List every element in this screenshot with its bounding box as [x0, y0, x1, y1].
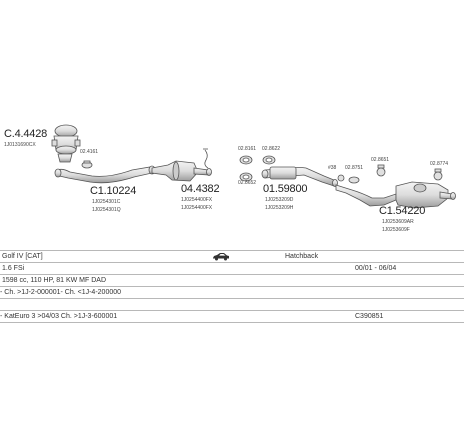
middle-silencer-code: 01.59800: [263, 183, 308, 195]
clamp-h-code: 02.8774: [430, 161, 449, 167]
clamp-e-code: #38: [328, 165, 337, 171]
clamp-c-part[interactable]: [262, 155, 276, 165]
clamp-b-code: 02.8161: [238, 146, 257, 152]
info-row-model: Golf IV [CAT] Hatchback: [0, 250, 464, 262]
front-pipe-sub1: 1J0254301C: [92, 199, 121, 205]
front-silencer-code: 04.4382: [181, 183, 220, 195]
cat-converter-code: C.4.4428: [4, 128, 48, 140]
front-pipe-part[interactable]: [54, 165, 156, 184]
chassis-text: - Ch. >1J-2-000001- Ch. <1J-4-200000: [0, 289, 122, 296]
info-row-end: [0, 322, 464, 334]
rear-silencer-sub1: 1J0253609AR: [382, 219, 414, 225]
rear-silencer-part[interactable]: [335, 181, 456, 209]
exhaust-svg: [51, 124, 456, 209]
reference-text: C390851: [355, 313, 384, 320]
engine-text: 1.6 FSi: [2, 265, 25, 272]
exhaust-diagram: C.4.4428 1J0131690CX 02.4161 C1.10224 1J…: [4, 124, 456, 233]
front-pipe-sub2: 1J0254301Q: [92, 207, 121, 213]
hanger-part[interactable]: [203, 148, 209, 169]
clamp-d-code: 02.8652: [238, 180, 257, 186]
clamp-a-code: 02.4161: [80, 149, 99, 155]
clamp-a-part[interactable]: [81, 160, 93, 169]
model-text: Golf IV [CAT]: [2, 253, 43, 260]
cat-converter-sub: 1J0131690CX: [4, 142, 36, 148]
clamp-e-part[interactable]: [337, 174, 345, 182]
middle-silencer-part[interactable]: [261, 166, 338, 187]
years-text: 00/01 - 06/04: [355, 265, 397, 272]
catalytic-converter-part[interactable]: [51, 124, 81, 163]
middle-silencer-sub1: 1J0253209D: [265, 197, 294, 203]
clamp-f-part[interactable]: [348, 176, 360, 184]
clamp-g-code: 02.8651: [371, 157, 390, 163]
info-row-chassis: - Ch. >1J-2-000001- Ch. <1J-4-200000: [0, 286, 464, 298]
info-row-catalyst: - KatEuro 3 >04/03 Ch. >1J-3-600001 C390…: [0, 310, 464, 322]
info-row-spec: 1598 cc, 110 HP, 81 KW MF DAD: [0, 274, 464, 286]
info-row-engine: 1.6 FSi 00/01 - 06/04: [0, 262, 464, 274]
spec-text: 1598 cc, 110 HP, 81 KW MF DAD: [2, 277, 107, 284]
front-pipe-code: C1.10224: [90, 185, 137, 197]
hatchback-car-icon: [212, 252, 230, 263]
clamp-d-part[interactable]: [239, 172, 253, 182]
clamp-f-code: 02.8751: [345, 165, 364, 171]
rear-silencer-sub2: 1J0253609F: [382, 227, 410, 233]
front-silencer-part[interactable]: [151, 160, 212, 182]
clamp-c-code: 02.8622: [262, 146, 281, 152]
middle-silencer-sub2: 1J0253209H: [265, 205, 294, 211]
clamp-h-part[interactable]: [433, 168, 443, 181]
rear-silencer-code: C1.54220: [379, 205, 426, 217]
body-type-text: Hatchback: [285, 253, 319, 260]
front-silencer-sub2: 1J0254400FX: [181, 205, 213, 211]
info-row-blank: [0, 298, 464, 310]
front-silencer-sub1: 1J0254400FX: [181, 197, 213, 203]
catalyst-text: - KatEuro 3 >04/03 Ch. >1J-3-600001: [0, 313, 118, 320]
vehicle-info-table: Golf IV [CAT] Hatchback 1.6 FSi 00/01 - …: [0, 250, 464, 441]
clamp-g-part[interactable]: [376, 164, 386, 177]
clamp-b-part[interactable]: [239, 155, 253, 165]
